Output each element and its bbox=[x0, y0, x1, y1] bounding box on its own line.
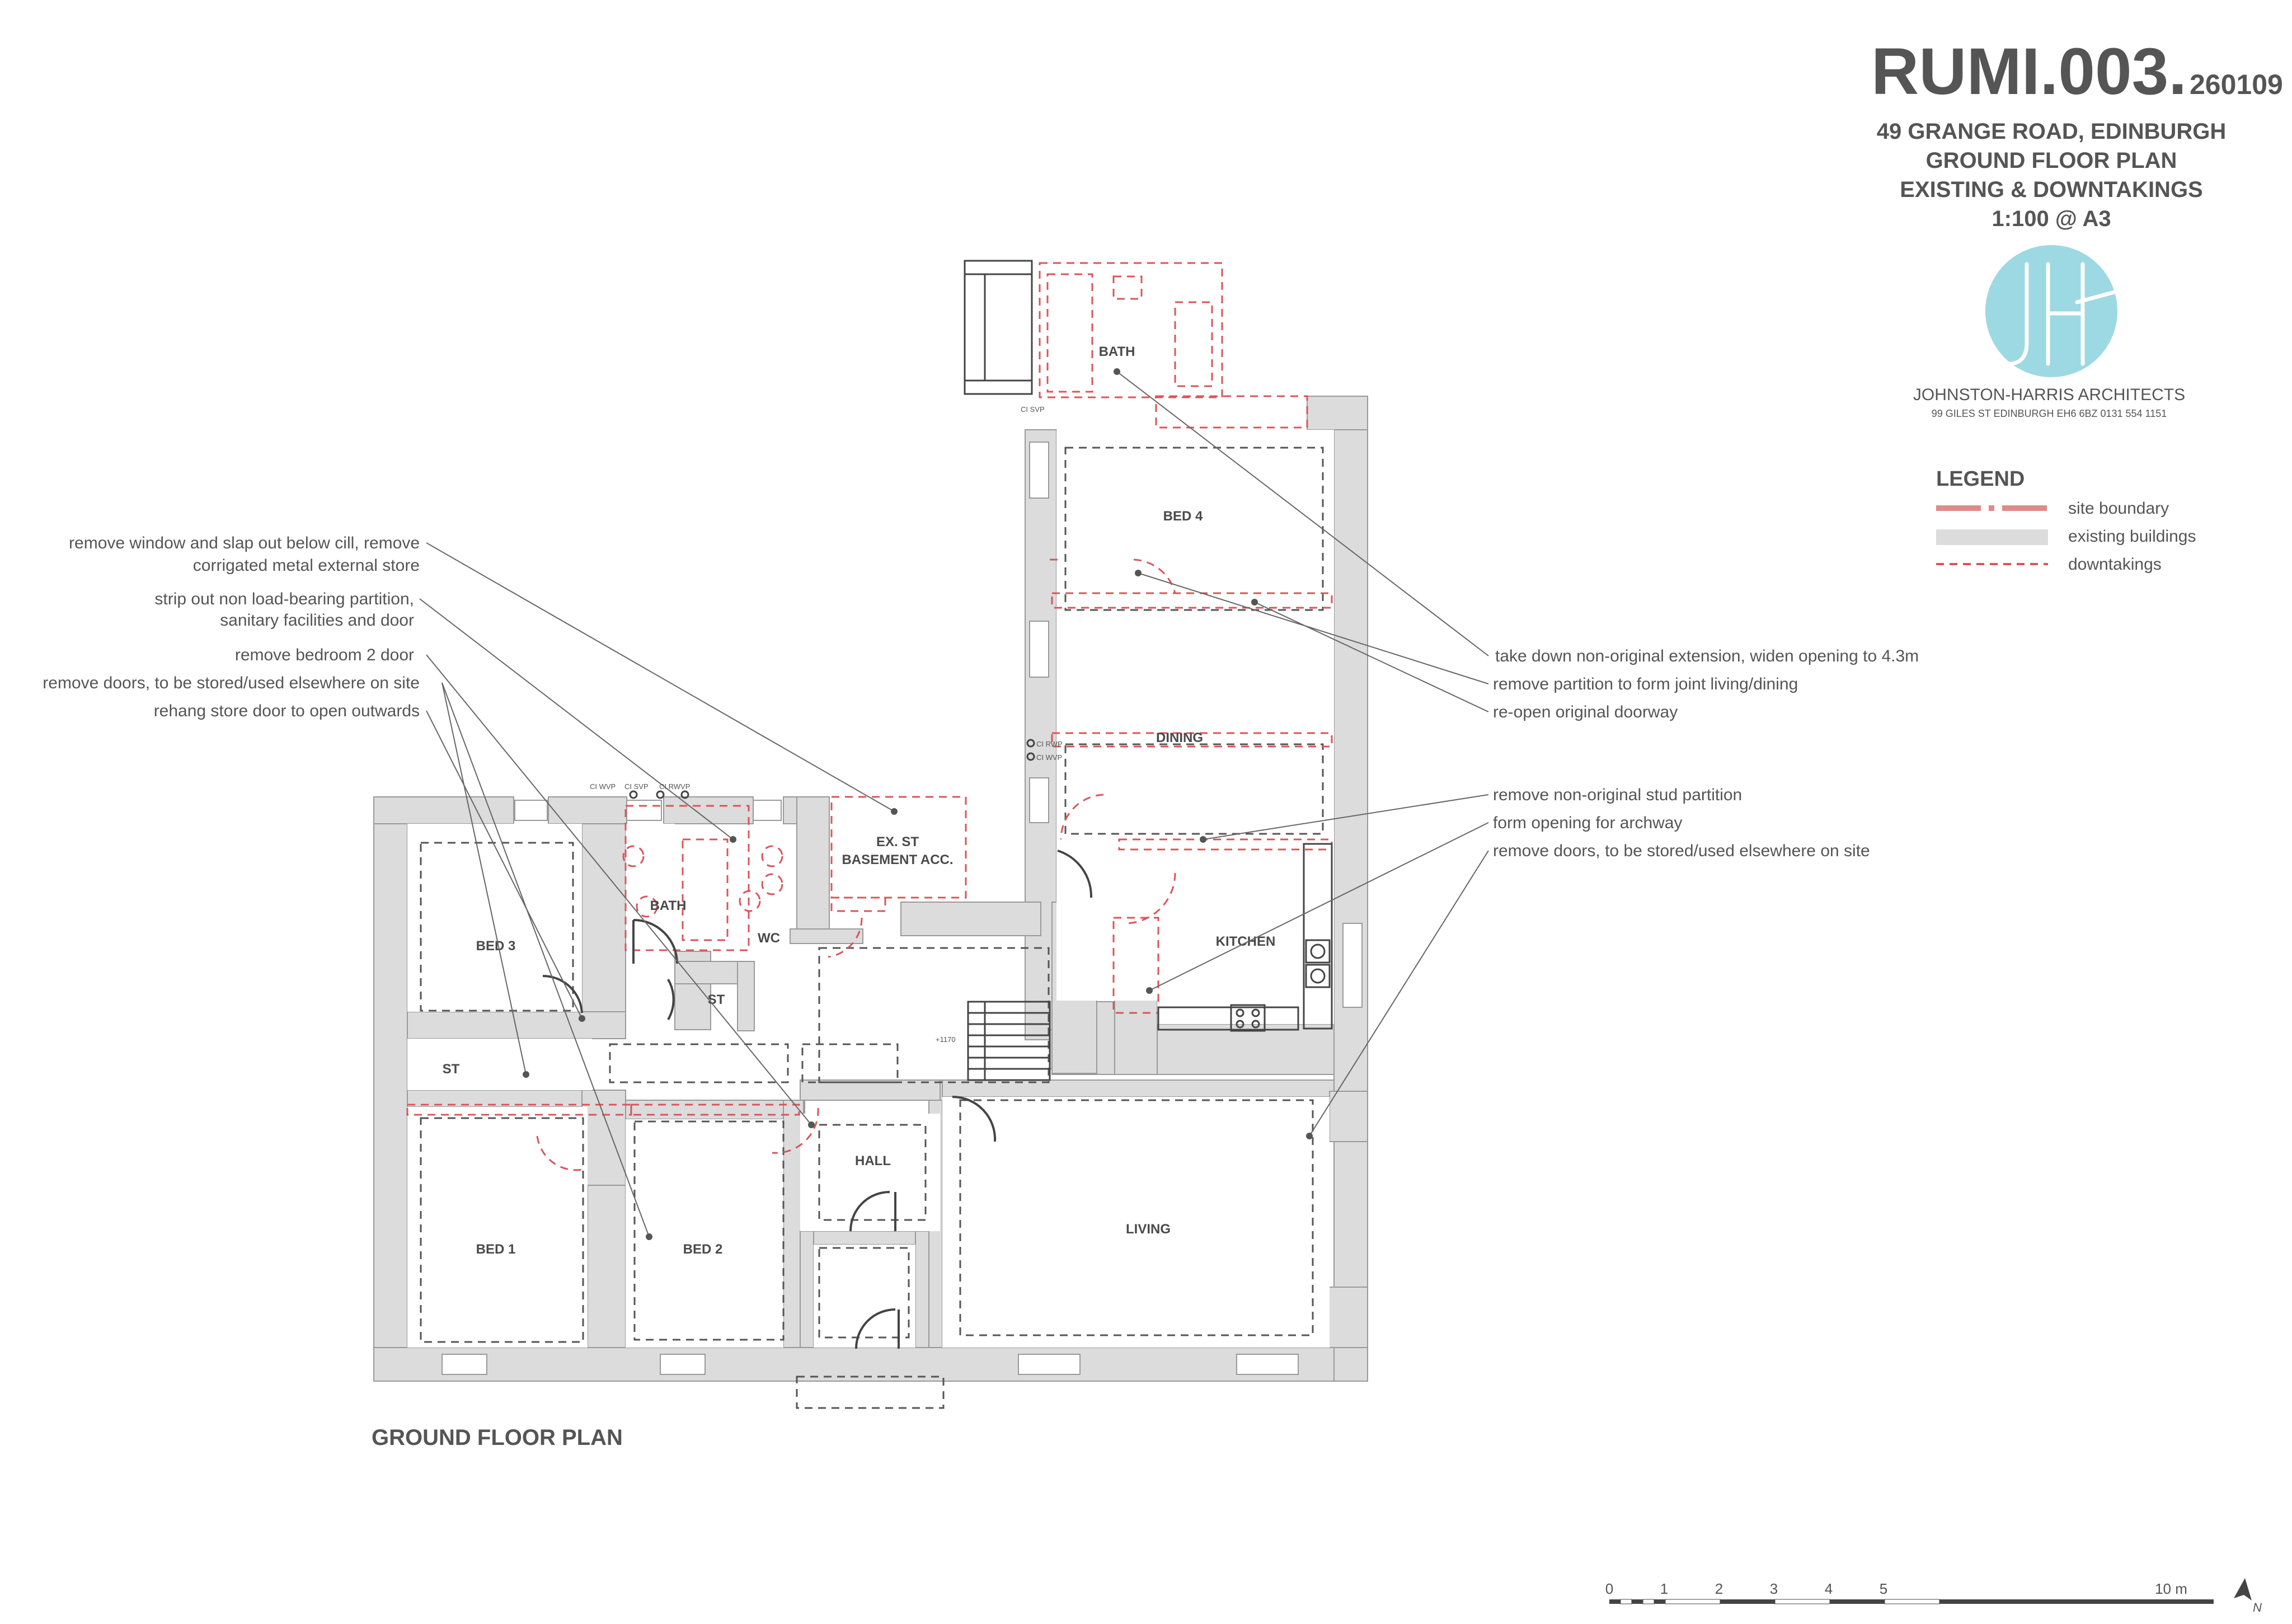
note-right-4: remove non-original stud partition bbox=[1493, 786, 1742, 804]
drawing-scale: 1:100 @ A3 bbox=[1992, 206, 2111, 231]
external-store bbox=[964, 260, 1033, 395]
room-label-living: LIVING bbox=[1126, 1222, 1171, 1237]
room-label-dining: DINING bbox=[1156, 730, 1203, 745]
pipe-markers bbox=[629, 739, 1035, 799]
legend-existing-buildings-label: existing buildings bbox=[2068, 527, 2196, 546]
room-label-bed4: BED 4 bbox=[1163, 509, 1203, 524]
pipe-label-ci-wvp-left: CI WVP bbox=[590, 782, 616, 791]
room-label-ex-st: EX. ST bbox=[876, 834, 919, 849]
pipe-label-ci-wvp: CI WVP bbox=[1036, 753, 1062, 762]
project-date: 260109 bbox=[2190, 69, 2283, 100]
pipe-labels: CI SVP CI RWP CI WVP CI WVP CI SVP CI RW… bbox=[590, 405, 1063, 1044]
room-label-hall: HALL bbox=[855, 1153, 891, 1168]
note-left-1b: corrigated metal external store bbox=[193, 556, 420, 575]
room-label-bed2: BED 2 bbox=[683, 1242, 723, 1257]
notes-left: remove window and slap out below cill, r… bbox=[43, 534, 420, 720]
room-label-wc: WC bbox=[758, 931, 780, 946]
drawing-status: EXISTING & DOWNTAKINGS bbox=[1900, 177, 2202, 202]
pipe-label-ci-svp-left: CI SVP bbox=[624, 782, 649, 791]
practice-name: JOHNSTON-HARRIS ARCHITECTS bbox=[1913, 386, 2185, 404]
legend-downtakings-label: downtakings bbox=[2068, 555, 2162, 574]
scale-label-2: 2 bbox=[1715, 1580, 1723, 1597]
note-right-6: remove doors, to be stored/used elsewher… bbox=[1493, 842, 1870, 860]
room-label-bath-left: BATH bbox=[650, 898, 687, 913]
note-right-5: form opening for archway bbox=[1493, 814, 1683, 832]
scale-label-1: 1 bbox=[1660, 1580, 1668, 1597]
room-labels: BATH BED 4 DINING KITCHEN EX. ST BASEMEN… bbox=[443, 344, 1276, 1257]
drawing-title: GROUND FLOOR PLAN bbox=[372, 1425, 623, 1450]
note-left-4: remove doors, to be stored/used elsewher… bbox=[43, 674, 420, 692]
room-label-bath-top: BATH bbox=[1099, 344, 1135, 359]
note-left-2b: sanitary facilities and door bbox=[220, 611, 414, 630]
legend-existing-buildings-swatch bbox=[1936, 529, 2048, 545]
note-right-2: remove partition to form joint living/di… bbox=[1493, 675, 1798, 693]
project-address: 49 GRANGE ROAD, EDINBURGH bbox=[1877, 119, 2227, 144]
room-floors bbox=[407, 430, 1334, 1348]
leader-lines bbox=[419, 371, 1489, 1237]
room-label-kitchen: KITCHEN bbox=[1216, 934, 1276, 949]
project-reference: RUMI.003. bbox=[1871, 35, 2187, 109]
legend-title: LEGEND bbox=[1936, 467, 2025, 491]
note-right-1: take down non-original extension, widen … bbox=[1495, 647, 1919, 665]
room-label-bed1: BED 1 bbox=[476, 1242, 516, 1257]
practice-logo bbox=[1985, 245, 2117, 377]
practice-block: JOHNSTON-HARRIS ARCHITECTS 99 GILES ST E… bbox=[1913, 245, 2185, 419]
floor-plan: CI SVP CI RWP CI WVP CI WVP CI SVP CI RW… bbox=[373, 260, 1489, 1409]
pipe-label-ci-svp-top: CI SVP bbox=[1021, 405, 1045, 414]
north-arrow-icon bbox=[2234, 1578, 2252, 1600]
staircase bbox=[967, 1001, 1051, 1081]
north-arrow: N bbox=[2234, 1578, 2262, 1614]
pipe-label-ci-rwp: CI RWP bbox=[1036, 740, 1063, 748]
entrance-step bbox=[796, 1376, 945, 1409]
scale-label-4: 4 bbox=[1825, 1580, 1833, 1597]
note-left-3: remove bedroom 2 door bbox=[235, 646, 414, 664]
room-label-st-corridor: ST bbox=[443, 1062, 460, 1077]
logo-monogram bbox=[2007, 262, 2121, 366]
room-label-st-small: ST bbox=[708, 992, 725, 1007]
title-block: RUMI.003. 260109 49 GRANGE ROAD, EDINBUR… bbox=[1871, 35, 2283, 231]
kitchen-fittings bbox=[1157, 843, 1333, 1032]
note-right-3: re-open original doorway bbox=[1493, 703, 1678, 721]
scale-label-3: 3 bbox=[1770, 1580, 1778, 1597]
note-left-5: rehang store door to open outwards bbox=[154, 702, 420, 720]
note-left-1a: remove window and slap out below cill, r… bbox=[69, 534, 420, 552]
practice-address: 99 GILES ST EDINBURGH EH6 6BZ 0131 554 1… bbox=[1932, 408, 2167, 419]
scale-label-end: 10 m bbox=[2155, 1580, 2187, 1597]
scale-bar-segments bbox=[1609, 1599, 2214, 1604]
room-label-basement-acc: BASEMENT ACC. bbox=[842, 852, 953, 867]
level-marker: +1170 bbox=[936, 1035, 956, 1044]
windows bbox=[442, 442, 1363, 1375]
legend: LEGEND site boundary existing buildings … bbox=[1936, 467, 2196, 574]
scale-label-0: 0 bbox=[1605, 1580, 1613, 1597]
room-label-bed3: BED 3 bbox=[476, 938, 516, 954]
leader-arrowheads bbox=[523, 368, 1313, 1240]
legend-site-boundary-label: site boundary bbox=[2068, 499, 2169, 518]
note-left-2a: strip out non load-bearing partition, bbox=[154, 590, 414, 608]
scale-bar: 0 1 2 3 4 5 10 m N bbox=[1605, 1578, 2262, 1614]
scale-label-5: 5 bbox=[1880, 1580, 1887, 1597]
drawing-name: GROUND FLOOR PLAN bbox=[1926, 148, 2177, 173]
door-swings bbox=[542, 849, 1093, 1349]
scale-bar-labels: 0 1 2 3 4 5 10 m bbox=[1605, 1580, 2187, 1597]
wall-linings bbox=[420, 447, 1324, 1343]
north-label: N bbox=[2253, 1600, 2262, 1614]
notes-right: take down non-original extension, widen … bbox=[1493, 647, 1919, 860]
